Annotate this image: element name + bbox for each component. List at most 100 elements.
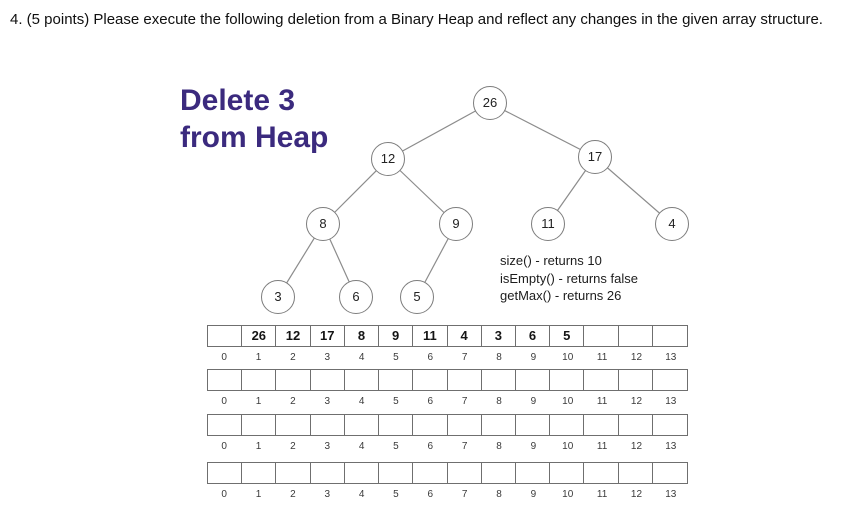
array-cell: [242, 370, 277, 390]
array-cell: [311, 370, 345, 390]
index-label: 0: [221, 441, 227, 452]
array-cell: [208, 370, 243, 390]
array-cell: [653, 370, 687, 390]
index-label: 1: [255, 441, 262, 452]
index-label: 2: [290, 396, 296, 407]
info-line-isempty: isEmpty() - returns false: [500, 270, 638, 286]
array-cell: [584, 463, 619, 483]
array-cell: [413, 370, 448, 390]
index-label: 12: [630, 352, 643, 363]
index-label: 11: [596, 489, 608, 500]
index-label: 9: [530, 352, 537, 363]
info-line-getmax: getMax() - returns 26: [500, 288, 622, 303]
index-label: 9: [530, 489, 537, 500]
tree-node: 17: [578, 140, 612, 174]
index-label: 7: [461, 396, 468, 407]
index-label: 13: [665, 441, 677, 452]
index-label: 1: [255, 352, 262, 363]
index-label: 2: [290, 489, 296, 500]
question-text: 4. (5 points) Please execute the followi…: [10, 11, 823, 28]
index-label: 12: [630, 441, 643, 452]
array-cell: [653, 463, 687, 483]
info-line-size: size() - returns 10: [500, 253, 602, 268]
index-label: 8: [496, 441, 502, 452]
index-label: 9: [530, 441, 537, 452]
index-label: 0: [221, 352, 227, 363]
index-label: 12: [630, 396, 643, 407]
index-label: 8: [496, 396, 502, 407]
array-cell: [619, 326, 653, 346]
array-cell: [242, 415, 277, 435]
array-cell: [516, 463, 551, 483]
index-label: 5: [393, 489, 399, 500]
index-label: 1: [255, 396, 262, 407]
array-cell: [379, 463, 414, 483]
array-cell: [448, 463, 482, 483]
array-cell: [311, 463, 345, 483]
array-cell: [345, 463, 380, 483]
array-cell: [345, 370, 380, 390]
array-cell: [413, 415, 448, 435]
array-cell: [550, 463, 585, 483]
array-cell: [619, 370, 653, 390]
array-cell: 12: [276, 326, 311, 346]
array-cell: [379, 370, 414, 390]
array-cell: [208, 415, 243, 435]
array-cell: [619, 415, 653, 435]
tree-node: 9: [439, 207, 473, 241]
tree-node-root: 26: [473, 86, 507, 120]
array-cell: [276, 415, 311, 435]
array-cell: [584, 415, 619, 435]
index-label: 6: [427, 441, 434, 452]
index-label: 3: [324, 352, 331, 363]
array-cell: [448, 415, 482, 435]
index-label: 8: [496, 352, 502, 363]
index-label: 13: [665, 489, 677, 500]
array-cell: 17: [311, 326, 345, 346]
array-cell: [516, 415, 551, 435]
index-label: 9: [530, 396, 537, 407]
index-label: 12: [630, 489, 643, 500]
tree-node: 3: [261, 280, 295, 314]
index-label: 10: [562, 396, 574, 407]
index-label: 4: [358, 441, 365, 452]
array-cell: 8: [345, 326, 380, 346]
array-cell: [550, 370, 585, 390]
index-label: 3: [324, 441, 331, 452]
slide-title-line1: Delete 3: [180, 84, 296, 117]
slide-title-line2: from Heap: [180, 121, 329, 154]
index-label: 11: [596, 396, 608, 407]
index-label: 0: [221, 396, 227, 407]
array-cell: [516, 370, 551, 390]
index-label: 6: [427, 352, 434, 363]
index-label: 7: [461, 352, 468, 363]
tree-node: 11: [531, 207, 565, 241]
array-cell: [345, 415, 380, 435]
array-cells-row: [207, 462, 688, 484]
array-cell: [584, 326, 619, 346]
array-cell: [584, 370, 619, 390]
array-cell: [653, 326, 687, 346]
tree-edge: [387, 102, 491, 160]
array-cell: [482, 370, 516, 390]
index-label: 7: [461, 441, 468, 452]
array-cell: 6: [516, 326, 551, 346]
array-cell: 4: [448, 326, 482, 346]
array-cell: [448, 370, 482, 390]
index-label: 2: [290, 441, 296, 452]
index-label: 7: [461, 489, 468, 500]
index-label: 3: [324, 489, 331, 500]
array-cell: [619, 463, 653, 483]
array-cells-row: [207, 369, 688, 391]
array-cell: [379, 415, 414, 435]
index-label: 11: [596, 352, 608, 363]
array-cell: [482, 463, 516, 483]
